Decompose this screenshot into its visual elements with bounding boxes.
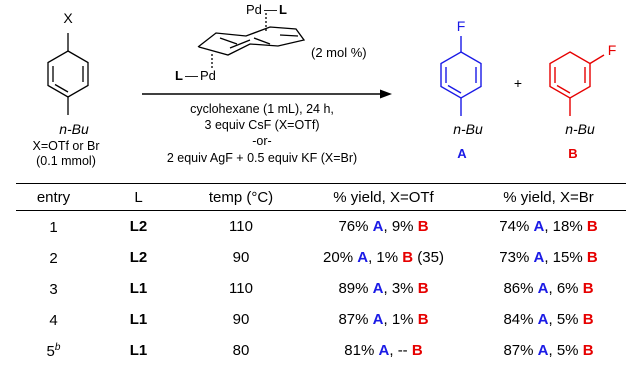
reaction-scheme: X n-Bu X=OTf or Br (0.1 mmol) Pd — L L —… — [32, 2, 617, 168]
catalyst-dash-top: — — [264, 2, 277, 17]
substrate-amount: (0.1 mmol) — [36, 154, 96, 168]
temp-cell: 110 — [229, 280, 253, 297]
ligand-cell: L1 — [129, 342, 148, 359]
entry-cell: 2 — [49, 249, 58, 267]
yield-otf-cell: 87% A, 1% B — [338, 311, 429, 328]
header-temp: temp (°C) — [186, 183, 296, 211]
header-ligand: L — [91, 183, 186, 211]
ligand-cell: L1 — [129, 280, 148, 297]
catalyst-pd-bottom: Pd — [200, 68, 216, 83]
product-a-label: A — [457, 146, 467, 161]
yield-br-cell: 87% A, 5% B — [503, 342, 594, 359]
catalyst-ligand-bottom: L — [175, 68, 183, 83]
entry-cell: 5b — [46, 341, 61, 360]
temp-cell: 80 — [232, 342, 250, 359]
table-row: 1 L2 110 76% A, 9% B 74% A, 18% B — [16, 211, 626, 243]
entry-cell: 4 — [49, 311, 58, 329]
ligand-cell: L2 — [129, 249, 148, 266]
temp-cell: 110 — [229, 218, 253, 235]
plus-sign: + — [514, 75, 522, 91]
yield-br-cell: 86% A, 6% B — [503, 280, 594, 297]
substrate-x-atom: X — [63, 10, 73, 26]
yield-br-cell: 84% A, 5% B — [503, 311, 594, 328]
table-header-row: entry L temp (°C) % yield, X=OTf % yield… — [16, 183, 626, 211]
substrate-structure — [47, 33, 89, 115]
ligand-cell: L2 — [129, 218, 148, 235]
entry-cell: 3 — [49, 280, 58, 298]
conditions-line-1: cyclohexane (1 mL), 24 h, — [190, 102, 334, 116]
header-yield-otf: % yield, X=OTf — [296, 183, 471, 211]
yield-otf-cell: 81% A, -- B — [344, 342, 423, 359]
catalyst-dash-bottom: — — [185, 68, 198, 83]
yield-br-cell: 74% A, 18% B — [499, 218, 598, 235]
temp-cell: 90 — [232, 311, 250, 328]
yield-br-cell: 73% A, 15% B — [499, 249, 598, 266]
product-b-fluorine: F — [608, 42, 617, 58]
table-row: 4 L1 90 87% A, 1% B 84% A, 5% B — [16, 304, 626, 335]
catalyst-ligand-top: L — [279, 2, 287, 17]
catalyst-pd-top: Pd — [246, 2, 262, 17]
temp-cell: 90 — [232, 249, 250, 266]
conditions-line-3: -or- — [252, 134, 271, 148]
substrate-x-definition: X=OTf or Br — [32, 139, 99, 153]
yield-otf-cell: 20% A, 1% B (35) — [323, 249, 444, 266]
product-b-structure — [549, 51, 605, 116]
results-table: entry L temp (°C) % yield, X=OTf % yield… — [16, 183, 626, 366]
header-entry: entry — [16, 183, 91, 211]
product-a-butyl-label: n-Bu — [453, 121, 483, 137]
product-a-fluorine: F — [457, 18, 466, 34]
entry-cell: 1 — [49, 218, 58, 236]
substrate-butyl-label: n-Bu — [59, 121, 89, 137]
catalyst-structure — [197, 13, 306, 70]
table-row: 2 L2 90 20% A, 1% B (35) 73% A, 15% B — [16, 242, 626, 273]
catalyst-loading: (2 mol %) — [311, 45, 367, 60]
conditions-line-4: 2 equiv AgF + 0.5 equiv KF (X=Br) — [167, 151, 357, 165]
header-yield-br: % yield, X=Br — [471, 183, 626, 211]
yield-otf-cell: 76% A, 9% B — [338, 218, 429, 235]
reaction-arrow-head — [380, 89, 392, 99]
table-row: 3 L1 110 89% A, 3% B 86% A, 6% B — [16, 273, 626, 304]
yield-otf-cell: 89% A, 3% B — [338, 280, 429, 297]
product-b-butyl-label: n-Bu — [565, 121, 595, 137]
ligand-cell: L1 — [129, 311, 148, 328]
conditions-line-2: 3 equiv CsF (X=OTf) — [205, 118, 320, 132]
product-a-structure — [440, 36, 482, 116]
product-b-label: B — [568, 146, 577, 161]
table-row: 5b L1 80 81% A, -- B 87% A, 5% B — [16, 335, 626, 366]
